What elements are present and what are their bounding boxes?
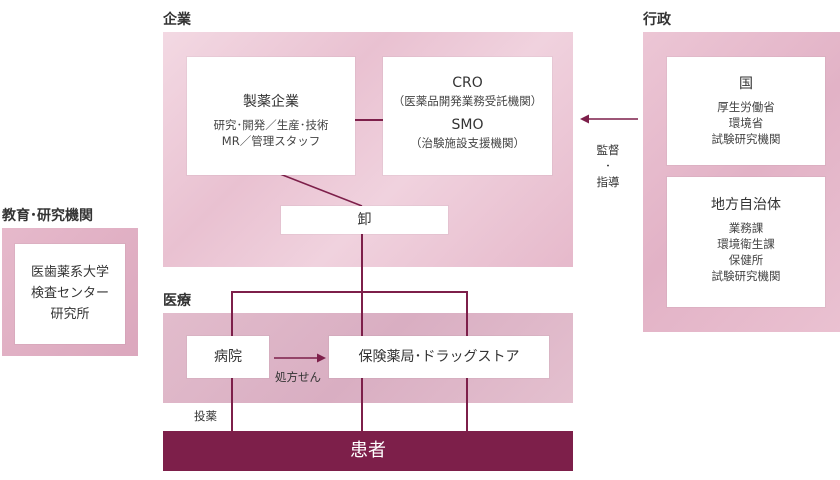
pharma-title: 製薬企業 [243,94,299,110]
education-box: 医歯薬系大学 検査センター 研究所 [15,244,125,344]
local-item: 試験研究機関 [711,269,781,283]
supervision-line1: 監督 [596,143,620,157]
section-title-corporate: 企業 [163,12,191,28]
local-item: 業務課 [728,221,764,235]
local-item: 保健所 [728,253,764,267]
wholesale-label: 卸 [357,212,372,228]
cro-subtitle: （医薬品開発業務受託機関） [392,94,543,108]
supervision-dot: ･ [605,159,611,173]
cro-smo-box: CRO （医薬品開発業務受託機関） SMO （治験施設支援機関） [383,57,552,175]
supervision-arrow [580,114,638,124]
pharma-line2: MR／管理スタッフ [221,134,321,148]
local-title: 地方自治体 [711,197,781,213]
national-item: 試験研究機関 [711,132,781,146]
pharma-cro-connector [355,119,383,121]
national-item: 厚生労働省 [717,100,775,114]
smo-title: SMO [451,117,484,133]
cro-title: CRO [452,75,483,91]
local-gov-box: 地方自治体 業務課 環境衛生課 保健所 試験研究機関 [667,177,825,307]
section-title-education: 教育･研究機関 [2,208,93,224]
pharma-box: 製薬企業 研究･開発／生産･技術 MR／管理スタッフ [187,57,355,175]
wholesale-box: 卸 [281,206,448,234]
patient-bar: 患者 [163,431,573,471]
pharma-line1: 研究･開発／生産･技術 [213,118,329,132]
pharma-wholesale-connector [279,173,363,207]
wholesale-patient-connector [361,234,363,431]
education-item: 検査センター [30,286,109,301]
section-title-government: 行政 [643,12,671,28]
supervision-label: 監督 ･ 指導 [588,142,628,190]
pharmacy-box: 保険薬局･ドラッグストア [329,336,549,378]
education-item: 研究所 [50,307,90,322]
national-item: 環境省 [728,116,764,130]
pharmacy-label: 保険薬局･ドラッグストア [358,349,520,365]
section-title-medical: 医療 [163,293,191,309]
education-item: 医歯薬系大学 [30,265,109,280]
prescription-label: 処方せん [275,370,321,384]
supervision-line2: 指導 [596,175,620,189]
smo-subtitle: （治験施設支援機関） [410,136,525,150]
hospital-box: 病院 [187,336,269,378]
prescription-arrow [274,353,326,363]
medical-top-connector [231,291,467,293]
local-item: 環境衛生課 [717,237,775,251]
national-gov-box: 国 厚生労働省 環境省 試験研究機関 [667,57,825,165]
national-title: 国 [739,76,753,92]
hospital-label: 病院 [214,349,242,365]
dosing-label: 投薬 [194,409,217,423]
